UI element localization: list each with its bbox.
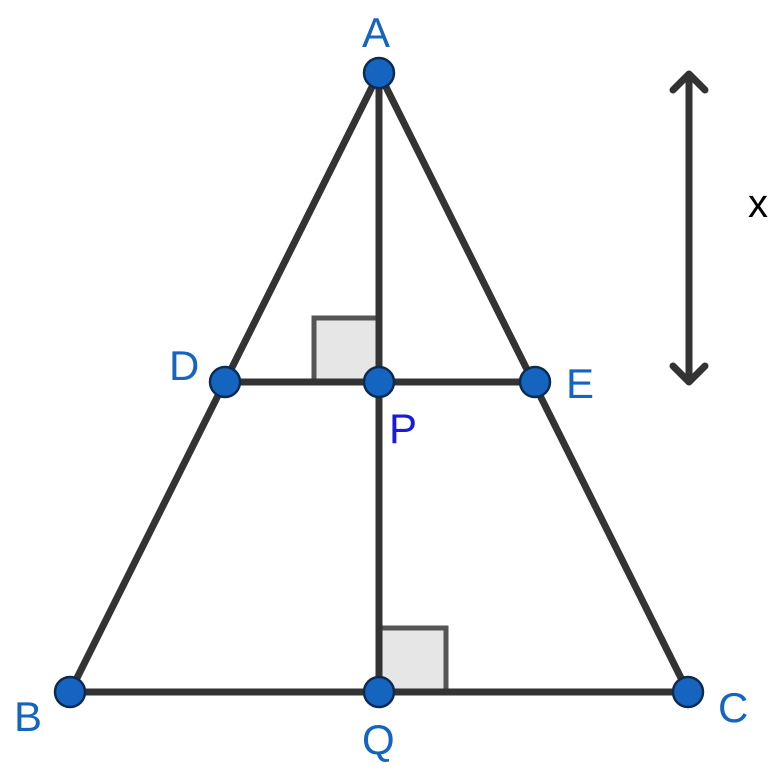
height-label: x — [748, 182, 768, 226]
label-c: C — [718, 684, 748, 731]
label-p: P — [389, 405, 417, 452]
height-arrow — [669, 70, 709, 386]
label-a: A — [362, 9, 390, 56]
point-p[interactable] — [362, 365, 396, 399]
point-c[interactable] — [671, 675, 705, 709]
label-d: D — [169, 342, 199, 389]
label-q: Q — [362, 716, 395, 763]
label-e: E — [566, 360, 594, 407]
point-d[interactable] — [208, 365, 242, 399]
point-e[interactable] — [518, 365, 552, 399]
point-q[interactable] — [362, 675, 396, 709]
point-a[interactable] — [362, 56, 396, 90]
point-b[interactable] — [53, 675, 87, 709]
label-b: B — [14, 693, 42, 740]
